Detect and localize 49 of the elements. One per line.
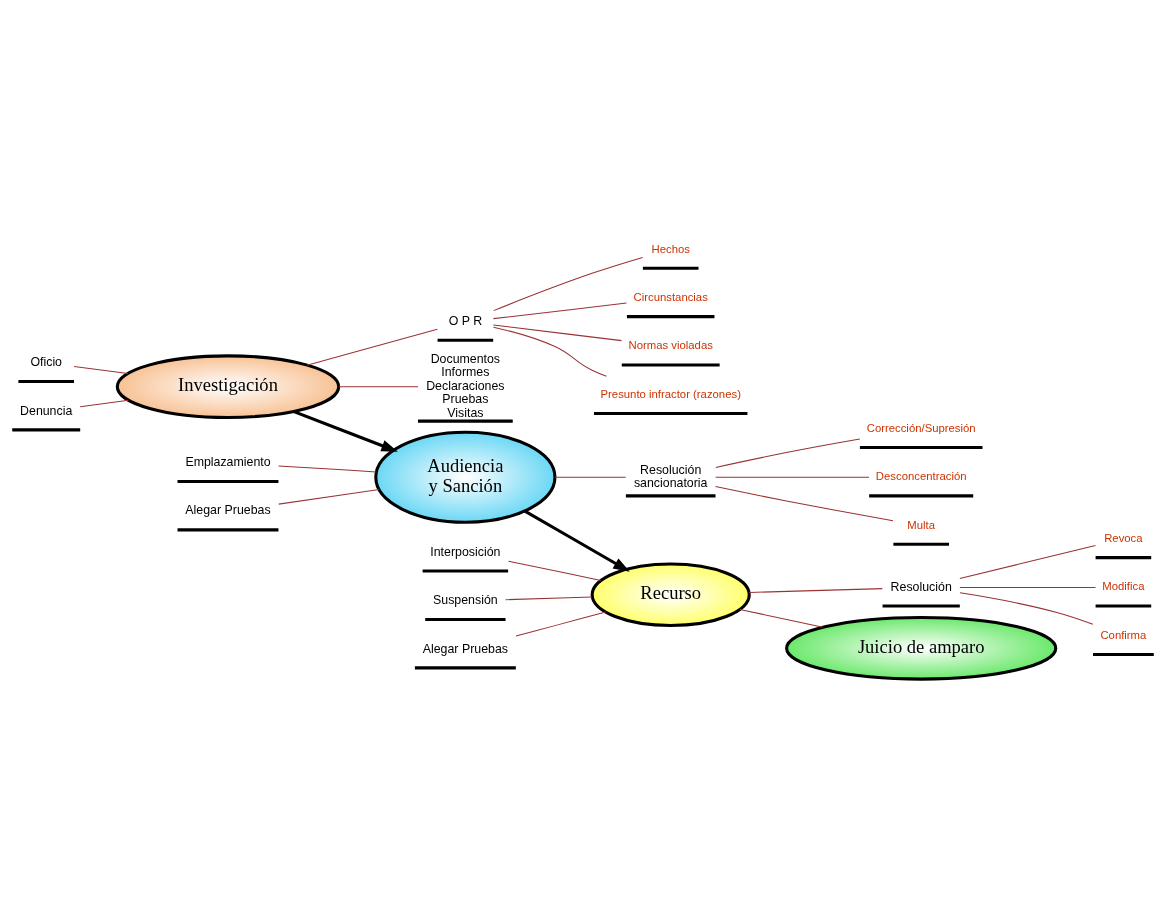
connector xyxy=(739,608,824,628)
connector xyxy=(508,560,602,581)
node-text: Multa xyxy=(907,518,936,531)
connector xyxy=(493,256,644,311)
connector xyxy=(492,302,628,319)
connector xyxy=(715,485,894,521)
node-ellipse: Audiencia y Sanción xyxy=(374,430,557,524)
node-text: Oficio xyxy=(30,354,63,369)
node-text: Presunto infractor (razones) xyxy=(600,387,741,400)
connector xyxy=(306,328,438,366)
connector xyxy=(748,587,883,593)
node-text: Confirma xyxy=(1100,628,1147,641)
node-text: Alegar Pruebas xyxy=(185,502,271,517)
node-text: Circunstancias xyxy=(633,290,708,303)
node-text: Normas violadas xyxy=(628,338,713,351)
connector xyxy=(278,464,377,472)
connector xyxy=(492,326,607,377)
connector xyxy=(79,399,129,407)
connector xyxy=(554,476,627,478)
node-text: Suspensión xyxy=(433,592,498,607)
connector xyxy=(505,596,593,600)
node-text: Resolución xyxy=(890,579,952,594)
node-text: Desconcentración xyxy=(875,469,967,482)
node-ellipse: Recurso xyxy=(590,561,751,627)
node-text: Resolución sancionatoria xyxy=(633,462,708,490)
connector xyxy=(715,476,870,478)
node-text: Emplazamiento xyxy=(185,454,271,469)
node-text: Documentos Informes Declaraciones Pruebas Visitas xyxy=(426,351,505,420)
node-text: Interposición xyxy=(430,544,501,559)
connector xyxy=(278,488,380,505)
connector xyxy=(959,586,1096,588)
node-text: Alegar Pruebas xyxy=(422,641,508,656)
node-text: Revoca xyxy=(1104,531,1143,544)
node-ellipse: Juicio de amparo xyxy=(785,615,1058,681)
connector xyxy=(515,610,607,637)
node-ellipse: Investigación xyxy=(115,353,341,419)
node-text: Denuncia xyxy=(20,403,73,418)
connector xyxy=(959,591,1094,625)
node-text: Modifica xyxy=(1102,579,1145,592)
node-text: O P R xyxy=(448,313,483,328)
arrow xyxy=(524,509,630,572)
connector xyxy=(492,324,622,341)
node-text: Corrección/Supresión xyxy=(866,421,976,434)
node-text: Hechos xyxy=(651,242,690,255)
connector xyxy=(338,385,419,387)
connector xyxy=(959,544,1096,579)
connector xyxy=(73,365,129,374)
arrow xyxy=(292,409,398,452)
connector xyxy=(715,438,861,468)
